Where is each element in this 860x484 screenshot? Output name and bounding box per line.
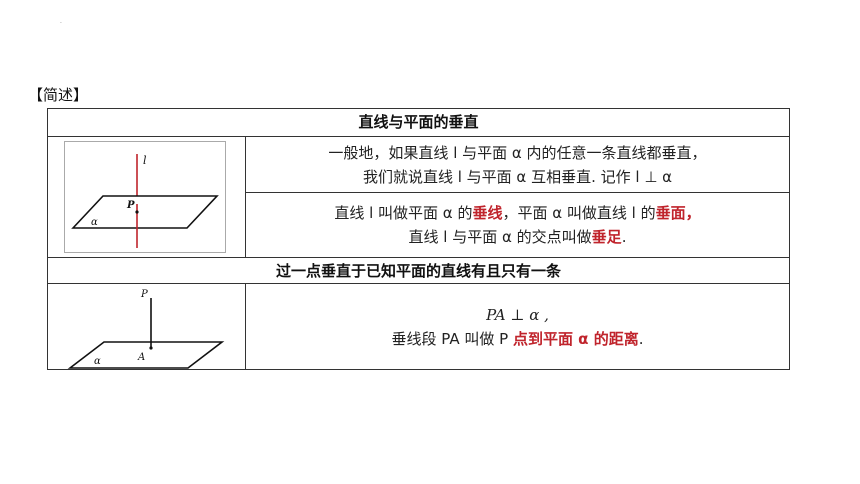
term-perpendicular-plane: 垂面 [655, 204, 686, 222]
line-perpendicular-plane-figure: l P α [71, 154, 219, 248]
definition-line-2: 我们就说直线 l 与平面 α 互相垂直. 记作 l ⊥ α [362, 167, 673, 186]
plane-alpha [71, 195, 219, 229]
distance-line-2: 垂线段 PA 叫做 P 点到平面 α 的距离. [391, 327, 643, 351]
figure-cell-line-plane: l P α [48, 137, 246, 257]
table-header-line-plane: 直线与平面的垂直 [48, 109, 789, 137]
label-plane-alpha-2: α [94, 356, 101, 367]
term-text-a: 直线 l 叫做平面 α 的 [334, 204, 473, 222]
perpendicular-table: 直线与平面的垂直 l P α 一般地，如果直线 l 与平面 α 内的任意一条直线… [47, 108, 790, 370]
point-p [135, 210, 139, 214]
table-row-definition: l P α 一般地，如果直线 l 与平面 α 内的任意一条直线都垂直， 我们就说… [48, 137, 789, 258]
distance-text-cell: PA ⊥ α , 垂线段 PA 叫做 P 点到平面 α 的距离. [246, 284, 789, 370]
distance-block: PA ⊥ α , 垂线段 PA 叫做 P 点到平面 α 的距离. [246, 284, 789, 370]
definition-text-cell: 一般地，如果直线 l 与平面 α 内的任意一条直线都垂直， 我们就说直线 l 与… [246, 137, 789, 257]
plane-alpha-2 [67, 341, 225, 369]
terminology-block: 直线 l 叫做平面 α 的垂线，平面 α 叫做直线 l 的垂面， 直线 l 与平… [246, 193, 789, 257]
label-point-a: A [137, 352, 145, 363]
term-distance: 点到平面 α 的距离 [512, 330, 639, 348]
table-header-uniqueness: 过一点垂直于已知平面的直线有且只有一条 [48, 258, 789, 284]
figure-frame: l P α [64, 141, 226, 253]
label-point-p: P [126, 200, 135, 211]
table-row-distance: P A α PA ⊥ α , 垂线段 PA 叫做 P 点到平面 α 的距离. [48, 284, 789, 370]
distance-line-1: PA ⊥ α , [486, 306, 549, 324]
distance-text-a: 垂线段 PA 叫做 P [391, 330, 513, 348]
definition-block: 一般地，如果直线 l 与平面 α 内的任意一条直线都垂直， 我们就说直线 l 与… [246, 137, 789, 193]
distance-text-c: . [638, 330, 644, 348]
term-text-c: ，平面 α 叫做直线 l 的 [502, 204, 656, 222]
point-plane-distance-figure: P A α [67, 289, 225, 369]
terminology-line-2: 直线 l 与平面 α 的交点叫做垂足. [409, 225, 627, 249]
term-text-e: ， [685, 204, 701, 222]
figure-cell-distance: P A α [48, 284, 246, 370]
term-perpendicular-line: 垂线 [472, 204, 503, 222]
section-heading: 【简述】 [28, 86, 89, 104]
point-a [149, 346, 153, 350]
terminology-line-1: 直线 l 叫做平面 α 的垂线，平面 α 叫做直线 l 的垂面， [334, 201, 700, 225]
definition-line-1: 一般地，如果直线 l 与平面 α 内的任意一条直线都垂直， [328, 143, 707, 162]
stray-dot: · [60, 20, 62, 27]
foot-text-c: . [621, 228, 627, 246]
label-plane-alpha: α [91, 217, 98, 228]
term-foot: 垂足 [591, 228, 622, 246]
foot-text-a: 直线 l 与平面 α 的交点叫做 [408, 228, 592, 246]
label-point-p-2: P [140, 289, 148, 300]
label-line-l: l [143, 154, 147, 167]
